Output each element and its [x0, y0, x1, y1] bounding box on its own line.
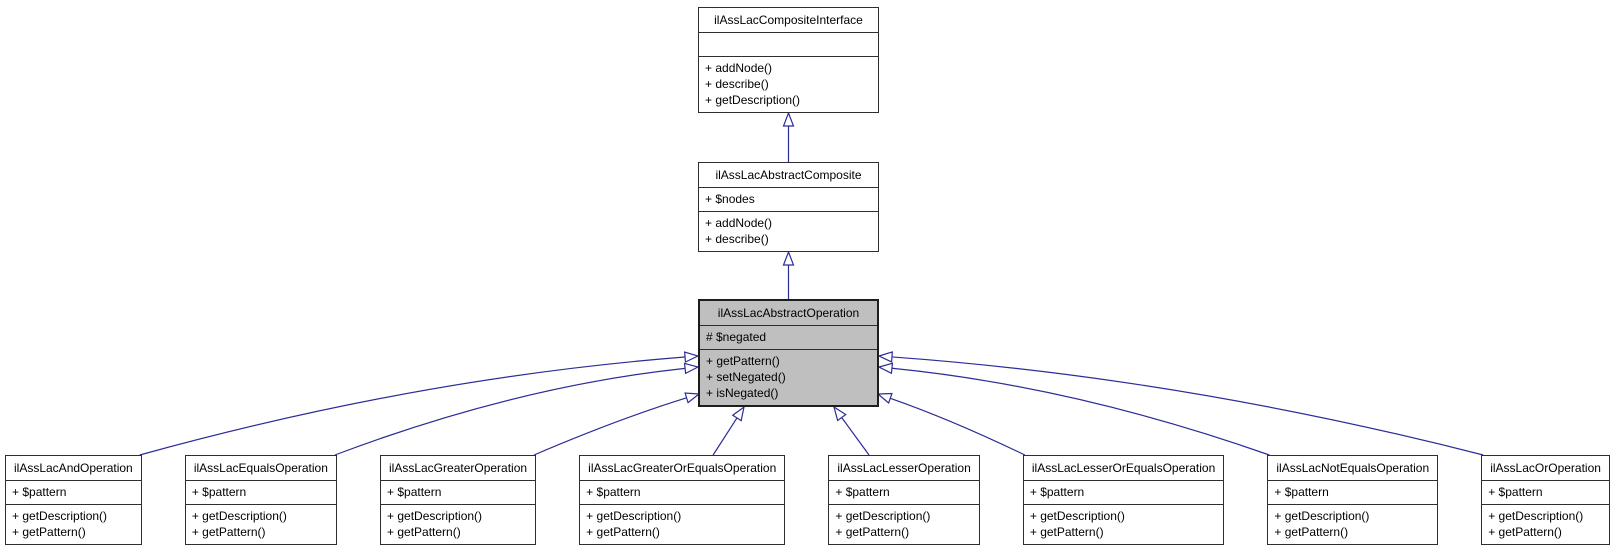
class-box-ilAssLacCompositeInterface[interactable]: ilAssLacCompositeInterface + addNode() + d…	[698, 7, 879, 113]
class-method: + isNegated()	[706, 386, 779, 400]
class-box-ilAssLacAbstractOperation[interactable]: ilAssLacAbstractOperation # $negated + get…	[698, 299, 879, 407]
class-title: ilAssLacGreaterOperation	[381, 456, 536, 481]
class-method: + setNegated()	[706, 370, 786, 384]
class-method: + getPattern()	[1488, 525, 1562, 539]
class-method: + getPattern()	[706, 354, 780, 368]
class-attribute: # $negated	[706, 330, 767, 344]
generalization-arrowhead	[782, 111, 795, 127]
class-attributes: # $negated	[700, 326, 877, 350]
class-box-ilAssLacGreaterOrEqualsOperation[interactable]: ilAssLacGreaterOrEqualsOperation + $patte…	[579, 455, 786, 545]
inheritance-edge	[891, 367, 1270, 456]
class-method: + getDescription()	[1488, 509, 1584, 523]
class-title: ilAssLacEqualsOperation	[185, 456, 336, 481]
class-attribute: + $pattern	[12, 485, 67, 499]
class-method: + getDescription()	[705, 93, 801, 107]
class-attribute: + $pattern	[586, 485, 641, 499]
generalization-arrowhead	[833, 405, 847, 422]
class-method: + getPattern()	[1274, 525, 1349, 539]
generalization-arrowhead	[683, 351, 700, 363]
class-methods: + getDescription() + getPattern()	[1268, 505, 1437, 544]
class-method: + addNode()	[705, 61, 773, 75]
generalization-arrowhead	[877, 351, 893, 363]
generalization-arrowhead	[782, 250, 795, 266]
class-box-ilAssLacLesserOperation[interactable]: ilAssLacLesserOperation + $pattern + getDe…	[828, 455, 980, 545]
class-attribute: + $pattern	[1488, 485, 1543, 499]
class-attribute: + $pattern	[835, 485, 890, 499]
class-attributes: + $pattern	[185, 481, 336, 505]
class-box-ilAssLacGreaterOperation[interactable]: ilAssLacGreaterOperation + $pattern + getD…	[380, 455, 537, 545]
class-attribute: + $pattern	[191, 485, 247, 499]
class-box-ilAssLacAndOperation[interactable]: ilAssLacAndOperation + $pattern + getDescr…	[5, 455, 142, 545]
class-method: + getDescription()	[387, 509, 483, 523]
class-title: ilAssLacLesserOrEqualsOperation	[1023, 456, 1224, 481]
class-box-ilAssLacOrOperation[interactable]: ilAssLacOrOperation + $pattern + getDescri…	[1481, 455, 1610, 545]
class-method: + describe()	[705, 77, 769, 91]
class-attributes: + $pattern	[829, 481, 979, 505]
class-methods: + getDescription() + getPattern()	[381, 505, 535, 544]
subclass-row: ilAssLacAndOperation + $pattern + getDescr…	[5, 455, 1610, 545]
class-method: + getDescription()	[835, 509, 931, 523]
class-method: + addNode()	[705, 216, 773, 230]
generalization-arrowhead	[877, 362, 894, 375]
class-attributes: + $nodes	[699, 188, 878, 212]
class-box-ilAssLacAbstractComposite[interactable]: ilAssLacAbstractComposite + $nodes + addNo…	[698, 162, 879, 252]
class-attributes: + $pattern	[6, 481, 141, 505]
class-methods: + getDescription() + getPattern()	[1482, 505, 1609, 544]
class-attributes: + $pattern	[580, 481, 785, 505]
class-title: ilAssLacAndOperation	[6, 456, 141, 481]
class-method: + getPattern()	[191, 525, 266, 539]
class-attributes	[699, 33, 878, 57]
generalization-arrowhead	[876, 392, 893, 405]
class-box-ilAssLacLesserOrEqualsOperation[interactable]: ilAssLacLesserOrEqualsOperation + $patter…	[1022, 455, 1225, 545]
class-method: + getDescription()	[1274, 509, 1370, 523]
inheritance-edge	[712, 417, 738, 456]
class-methods: + addNode() + describe()	[699, 212, 878, 251]
class-attributes: + $pattern	[381, 481, 536, 505]
class-attribute: + $pattern	[1029, 485, 1085, 499]
class-method: + describe()	[705, 232, 769, 246]
class-method: + getDescription()	[12, 509, 108, 523]
class-methods: + getDescription() + getPattern()	[6, 505, 141, 544]
inheritance-edge	[139, 356, 686, 456]
class-method: + getDescription()	[1029, 509, 1125, 523]
class-method: + getPattern()	[387, 525, 461, 539]
class-method: + getPattern()	[835, 525, 910, 539]
class-attribute: + $pattern	[1274, 485, 1329, 499]
inheritance-edge	[891, 356, 1484, 456]
class-title: ilAssLacNotEqualsOperation	[1268, 456, 1438, 481]
class-methods: + getDescription() + getPattern()	[829, 505, 978, 544]
class-attributes: + $pattern	[1268, 481, 1438, 505]
class-title: ilAssLacLesserOperation	[829, 456, 979, 481]
class-attributes: + $pattern	[1482, 481, 1609, 505]
class-methods: + addNode() + describe() + getDescription(…	[699, 57, 878, 112]
class-method: + getDescription()	[191, 509, 287, 523]
inheritance-edge	[533, 397, 687, 456]
generalization-arrowhead	[684, 392, 701, 404]
class-attribute: + $pattern	[387, 485, 442, 499]
class-method: + getPattern()	[1029, 525, 1104, 539]
class-title: ilAssLacGreaterOrEqualsOperation	[580, 456, 785, 481]
class-methods: + getPattern() + setNegated() + isNegated(…	[700, 350, 877, 405]
inheritance-edge	[334, 367, 686, 456]
inheritance-edge	[841, 417, 870, 456]
class-title: ilAssLacOrOperation	[1482, 456, 1609, 481]
class-box-ilAssLacNotEqualsOperation[interactable]: ilAssLacNotEqualsOperation + $pattern + ge…	[1267, 455, 1439, 545]
class-methods: + getDescription() + getPattern()	[1024, 505, 1223, 544]
class-method: + getPattern()	[586, 525, 660, 539]
class-methods: + getDescription() + getPattern()	[186, 505, 336, 544]
class-title: ilAssLacAbstractComposite	[699, 163, 878, 188]
class-method: + getPattern()	[12, 525, 86, 539]
class-title: ilAssLacCompositeInterface	[699, 8, 878, 33]
inheritance-edge	[890, 397, 1026, 456]
class-method: + getDescription()	[586, 509, 682, 523]
class-attributes: + $pattern	[1023, 481, 1224, 505]
class-box-ilAssLacEqualsOperation[interactable]: ilAssLacEqualsOperation + $pattern + getDe…	[184, 455, 337, 545]
generalization-arrowhead	[731, 405, 745, 422]
generalization-arrowhead	[683, 362, 700, 375]
class-attribute: + $nodes	[705, 192, 755, 206]
class-title: ilAssLacAbstractOperation	[700, 301, 877, 326]
class-methods: + getDescription() + getPattern()	[580, 505, 784, 544]
